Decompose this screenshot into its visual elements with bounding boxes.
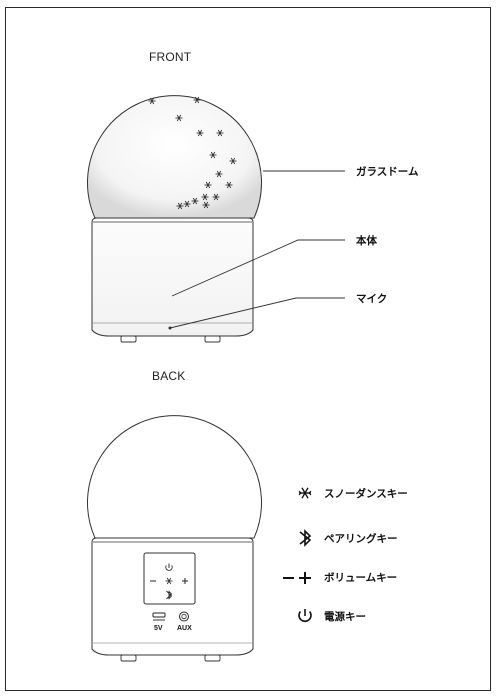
diagram-frame <box>5 7 491 691</box>
legend-snowflake-icon <box>298 487 312 499</box>
mic-callout-label: マイク <box>356 293 388 305</box>
back-view-title: BACK <box>152 369 186 383</box>
front-view-title: FRONT <box>149 50 192 64</box>
back-glass-dome <box>87 415 262 539</box>
usb-port[interactable] <box>152 612 166 621</box>
legend-volume-minus-plus-icon <box>283 572 311 584</box>
usb-port-label: 5V <box>154 625 163 632</box>
body-callout-line <box>171 239 345 297</box>
legend-power-label: 電源キー <box>324 611 366 623</box>
aux-port-label: AUX <box>177 625 192 632</box>
panel-power-button[interactable] <box>165 563 173 571</box>
legend-snow-dance-label: スノーダンスキー <box>324 488 408 500</box>
front-view <box>87 95 345 343</box>
aux-port[interactable] <box>179 611 189 622</box>
panel-bluetooth-button[interactable] <box>166 590 173 600</box>
front-glass-dome <box>87 95 262 219</box>
body-callout-label: 本体 <box>356 235 377 247</box>
front-base-body <box>91 217 254 343</box>
panel-volume-plus-button[interactable] <box>182 578 188 584</box>
legend-bluetooth-icon <box>299 529 312 547</box>
mic-callout-line <box>169 297 345 329</box>
dome-callout-label: ガラスドーム <box>356 166 419 178</box>
back-view <box>87 415 262 662</box>
legend-pairing-label: ペアリングキー <box>324 533 398 545</box>
back-control-panel <box>143 552 196 605</box>
legend-volume-label: ボリュームキー <box>324 572 398 584</box>
legend-power-icon <box>298 609 312 623</box>
